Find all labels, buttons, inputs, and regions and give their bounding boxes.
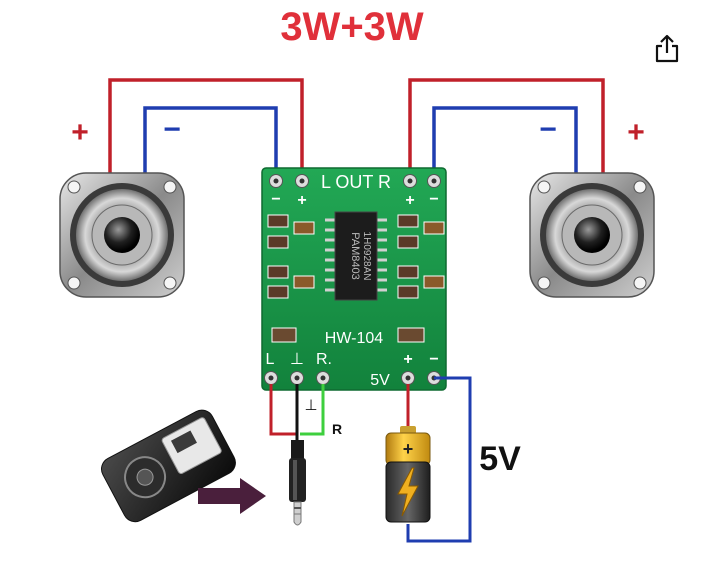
smd-components <box>267 214 445 343</box>
diagram-title: 3W+3W <box>280 5 424 49</box>
jack-right-label: R <box>332 421 342 437</box>
left-out-minus: − <box>271 191 280 208</box>
right-speaker-plus: + <box>627 116 645 149</box>
right-speaker-minus: − <box>539 113 557 146</box>
left-out-plus: + <box>297 192 306 209</box>
jack-ground-symbol: ⊥ <box>304 397 317 414</box>
battery-icon: + <box>385 426 431 523</box>
power-minus-label: − <box>429 351 438 368</box>
right-out-plus: + <box>405 192 414 209</box>
share-icon <box>655 34 679 63</box>
arrow-right-icon <box>198 478 266 514</box>
left-speaker-icon <box>59 172 185 298</box>
power-wires <box>406 376 472 543</box>
input-right-wire <box>300 384 325 436</box>
left-speaker-plus: + <box>71 116 89 149</box>
power-plus-label: + <box>403 351 412 368</box>
right-negative-wire <box>432 106 578 190</box>
board-model: HW-104 <box>325 330 383 347</box>
chip-code: 1H0928AN <box>361 232 372 281</box>
input-left-label: L <box>266 351 275 368</box>
output-pads <box>269 174 441 188</box>
lightning-icon <box>397 467 419 517</box>
input-pads <box>264 371 441 385</box>
battery-voltage-label: 5V <box>479 440 521 478</box>
left-negative-wire <box>143 106 278 190</box>
amplifier-board: L OUT R − + + − <box>261 167 447 391</box>
right-out-minus: − <box>429 191 438 208</box>
chip-model: PAM8403 <box>349 232 361 280</box>
audio-jack-icon <box>289 440 306 526</box>
power-5v-label: 5V <box>370 372 390 389</box>
input-ground-label: ⊥ <box>290 351 304 368</box>
mp3-player-icon <box>101 409 236 523</box>
amplifier-chip: PAM8403 1H0928AN <box>325 211 387 301</box>
out-label: L OUT R <box>321 172 391 192</box>
input-right-label: R. <box>316 351 332 368</box>
share-button[interactable] <box>650 32 684 66</box>
right-speaker-icon <box>529 172 655 298</box>
left-speaker-minus: − <box>163 113 181 146</box>
right-positive-wire <box>408 78 605 190</box>
input-left-wire <box>269 384 298 436</box>
input-wires <box>269 384 325 442</box>
battery-plus-sign: + <box>403 439 414 459</box>
power-negative-wire <box>406 376 472 543</box>
speaker-wires <box>108 78 605 190</box>
left-positive-wire <box>108 78 304 190</box>
